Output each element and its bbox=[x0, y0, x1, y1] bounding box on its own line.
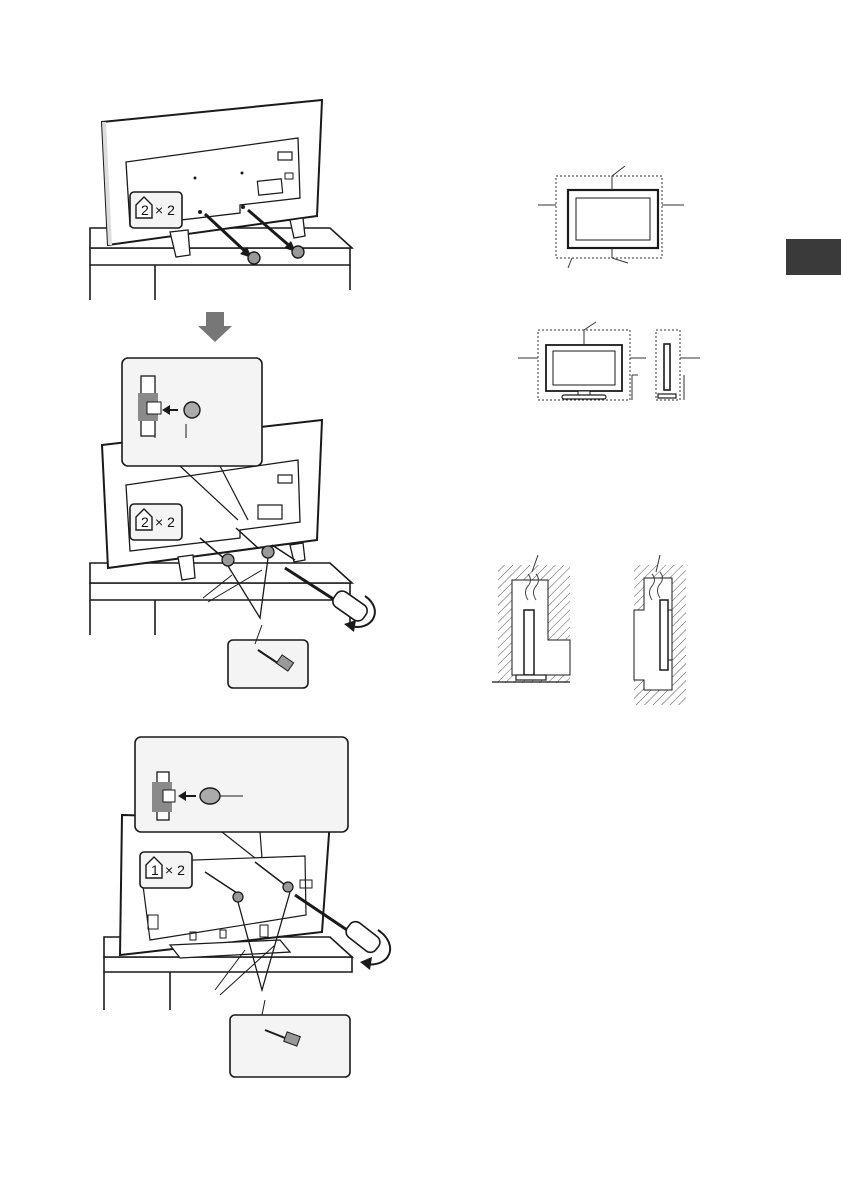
step3-count-label: × 2 bbox=[165, 862, 185, 878]
down-arrow-icon bbox=[198, 312, 232, 342]
clearance-wall-mount bbox=[538, 166, 684, 268]
clearance-stand bbox=[518, 322, 700, 400]
figure-step1: 2 × 2 bbox=[90, 100, 352, 300]
step2-badge-number: 2 bbox=[141, 514, 149, 530]
figure-step2: 2 × 2 bbox=[90, 358, 375, 688]
step3-badge-number: 1 bbox=[151, 862, 159, 878]
step1-count-label: × 2 bbox=[155, 202, 175, 218]
step2-count-label: × 2 bbox=[155, 514, 175, 530]
ventilation-stand-enclosed bbox=[492, 555, 570, 683]
ventilation-wall-enclosed bbox=[634, 555, 686, 705]
step1-badge-number: 2 bbox=[141, 202, 149, 218]
figure-step3: 1 × 2 bbox=[104, 737, 390, 1077]
